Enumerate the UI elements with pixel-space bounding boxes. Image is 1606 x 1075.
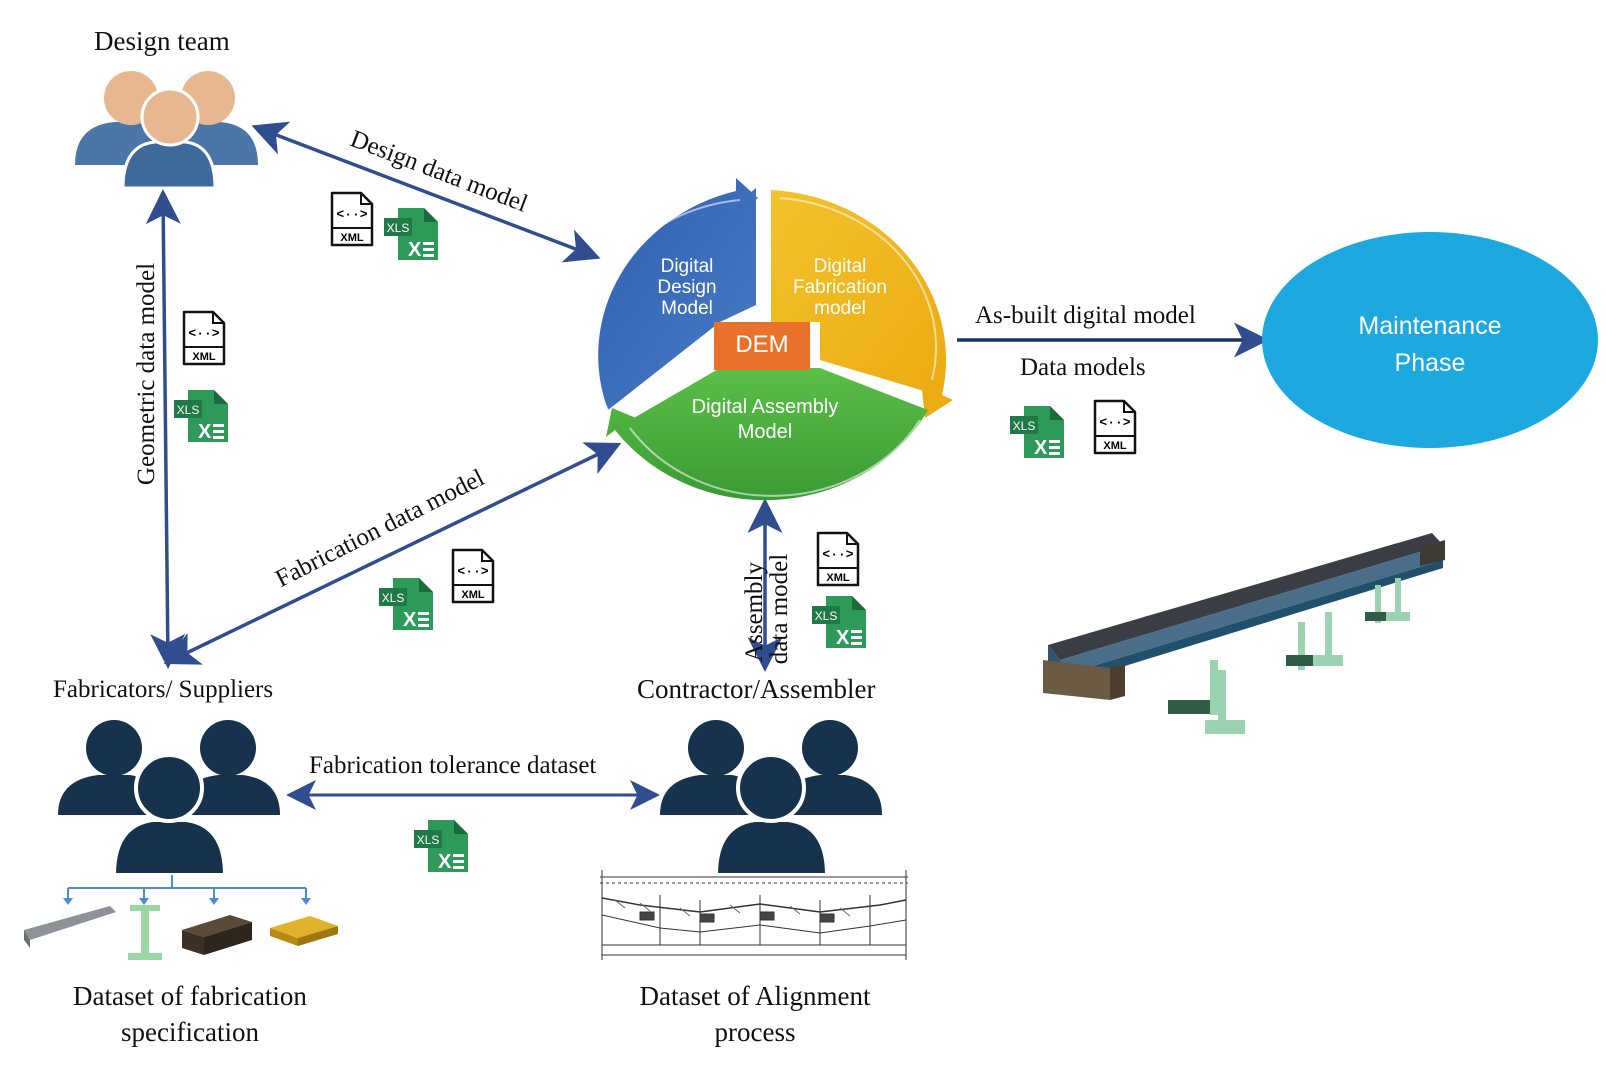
assembly-segment bbox=[606, 368, 928, 501]
fabrication-data-arrow bbox=[163, 442, 622, 665]
xls-label: XLS bbox=[1013, 419, 1036, 433]
svg-text:X: X bbox=[408, 239, 422, 261]
maintenance-label: Maintenance Phase bbox=[1300, 308, 1560, 382]
geometric-data-model-label: Geometric data model bbox=[133, 262, 161, 486]
design-team-icon bbox=[75, 71, 258, 190]
as-built-label: As-built digital model bbox=[975, 302, 1196, 329]
component-bearing-pad bbox=[270, 916, 338, 946]
fabricators-icon bbox=[58, 720, 280, 875]
component-steel-block bbox=[182, 915, 252, 955]
fabrication-segment bbox=[771, 190, 953, 418]
svg-text:X: X bbox=[403, 609, 417, 631]
assembly-model-label: Digital Assembly Model bbox=[665, 395, 865, 445]
design-team-label: Design team bbox=[94, 26, 230, 56]
svg-text:X: X bbox=[836, 627, 850, 649]
design-data-arrow bbox=[251, 121, 601, 263]
fabrication-line2: Fabrication bbox=[793, 277, 887, 298]
bridge-model-image bbox=[1043, 533, 1445, 734]
xml-label: XML bbox=[192, 351, 216, 363]
tolerance-label: Fabrication tolerance dataset bbox=[309, 752, 597, 779]
assembly-line2: Model bbox=[737, 421, 793, 443]
geometric-data-arrow bbox=[145, 189, 186, 669]
design-line3: Model bbox=[661, 298, 713, 319]
maintenance-ellipse bbox=[1262, 232, 1598, 448]
svg-text:<··>: <··> bbox=[336, 207, 367, 222]
xls-file-icon: XLS X bbox=[812, 594, 868, 650]
xml-file-icon: <··> XML bbox=[1092, 398, 1138, 456]
fabrication-model-label: Digital Fabrication model bbox=[775, 256, 905, 319]
svg-text:X: X bbox=[198, 421, 212, 443]
xls-label: XLS bbox=[382, 591, 405, 605]
xml-file-icon: <··> XML bbox=[815, 530, 861, 588]
design-line1: Digital bbox=[660, 256, 714, 277]
component-i-beam bbox=[128, 905, 162, 960]
assembly-label-line2: data model bbox=[766, 553, 794, 665]
xml-file-icon: <··> XML bbox=[329, 190, 375, 248]
fabrication-line1: Digital bbox=[813, 256, 867, 277]
alignment-drawing-image bbox=[600, 870, 908, 960]
fabricators-label: Fabricators/ Suppliers bbox=[53, 676, 274, 703]
dem-box bbox=[714, 322, 810, 370]
maintenance-line2: Phase bbox=[1394, 349, 1466, 377]
design-model-label: Digital Design Model bbox=[632, 256, 742, 319]
component-tree-lines bbox=[67, 873, 307, 900]
xml-file-icon: <··> XML bbox=[450, 547, 496, 605]
dem-label: DEM bbox=[735, 331, 789, 358]
svg-text:<··>: <··> bbox=[822, 547, 853, 562]
contractor-label: Contractor/Assembler bbox=[637, 674, 876, 704]
xls-file-icon: XLS X bbox=[1010, 404, 1066, 460]
contractor-icon bbox=[660, 720, 882, 875]
assembly-label-line1: Assembly bbox=[741, 562, 768, 662]
alignment-label: Dataset of Alignment process bbox=[605, 978, 905, 1050]
svg-text:<··>: <··> bbox=[1099, 415, 1130, 430]
assembly-line1: Digital Assembly bbox=[691, 396, 839, 418]
alignment-line1: Dataset of Alignment bbox=[639, 981, 871, 1011]
dem-cycle bbox=[588, 178, 953, 501]
fabrication-spec-line1: Dataset of fabrication bbox=[73, 981, 307, 1011]
xls-label: XLS bbox=[815, 609, 838, 623]
xml-file-icon: <··> XML bbox=[181, 309, 227, 367]
fabrication-line3: model bbox=[814, 298, 866, 319]
xls-file-icon: XLS X bbox=[414, 818, 470, 874]
xls-label: XLS bbox=[417, 833, 440, 847]
xls-file-icon: XLS X bbox=[379, 576, 435, 632]
design-segment bbox=[598, 178, 758, 410]
alignment-line2: process bbox=[714, 1017, 796, 1047]
svg-text:X: X bbox=[438, 851, 452, 873]
fabrication-spec-label: Dataset of fabrication specification bbox=[40, 978, 340, 1050]
fabrication-spec-line2: specification bbox=[121, 1017, 259, 1047]
design-line2: Design bbox=[657, 277, 717, 298]
xml-label: XML bbox=[826, 572, 850, 584]
xml-label: XML bbox=[461, 589, 485, 601]
xls-file-icon: XLS X bbox=[384, 206, 440, 262]
component-girder-concrete bbox=[24, 906, 116, 948]
maintenance-line1: Maintenance bbox=[1358, 312, 1502, 340]
xls-label: XLS bbox=[177, 403, 200, 417]
svg-text:X: X bbox=[1034, 437, 1048, 459]
xls-file-icon: XLS X bbox=[174, 388, 230, 444]
svg-text:<··>: <··> bbox=[457, 564, 488, 579]
xml-label: XML bbox=[340, 232, 364, 244]
data-models-label: Data models bbox=[1020, 354, 1146, 381]
xml-label: XML bbox=[1103, 440, 1127, 452]
xls-label: XLS bbox=[387, 221, 410, 235]
svg-text:<··>: <··> bbox=[188, 326, 219, 341]
